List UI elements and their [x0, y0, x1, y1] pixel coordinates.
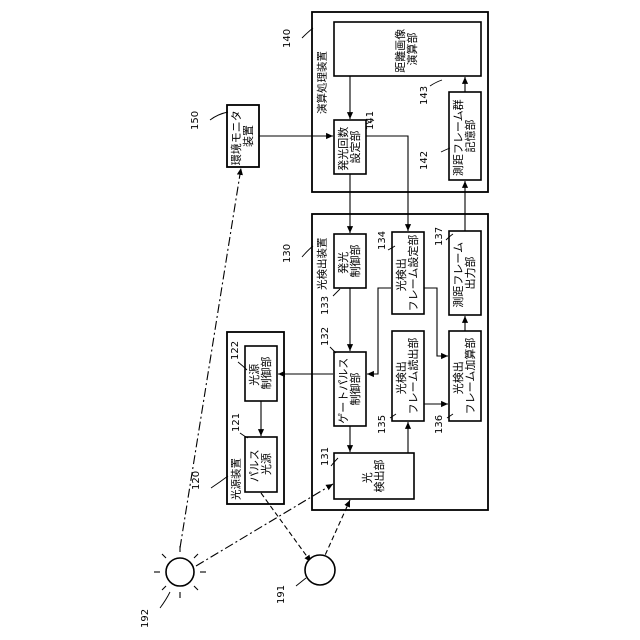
arrow-count-to-frame-setting — [366, 136, 408, 231]
ref-192: 192 — [140, 609, 151, 628]
ref-133: 133 — [320, 296, 331, 315]
ref-135: 135 — [377, 415, 388, 434]
arrow-frame-setting-to-adder — [424, 288, 448, 356]
ref-122: 122 — [230, 341, 241, 360]
ref-121: 121 — [231, 413, 242, 432]
arrow-frame-setting-to-gate — [367, 288, 391, 374]
leader-143 — [430, 80, 442, 86]
ref-137: 137 — [434, 227, 445, 246]
ref-150: 150 — [190, 111, 201, 130]
ref-141: 141 — [365, 111, 376, 130]
ref-120: 120 — [191, 471, 202, 490]
leader-132 — [330, 347, 336, 353]
ref-143: 143 — [419, 86, 430, 105]
leader-192 — [160, 592, 170, 608]
ref-131: 131 — [320, 447, 331, 466]
ref-136: 136 — [434, 415, 445, 434]
env-monitor-label: 環境モニタ 装置 — [229, 107, 255, 166]
ref-191: 191 — [276, 585, 287, 604]
ref-130: 130 — [282, 244, 293, 263]
ref-134: 134 — [377, 231, 388, 250]
ref-132: 132 — [320, 327, 331, 346]
leader-133 — [333, 289, 340, 296]
emission-control-label: 発光 制御部 — [336, 245, 362, 278]
sun-icon — [154, 546, 206, 598]
ref-142: 142 — [419, 151, 430, 170]
leader-150 — [210, 112, 228, 120]
light-detection-device-title: 光検出装置 — [315, 238, 328, 291]
ref-140: 140 — [282, 29, 293, 48]
leader-191 — [296, 578, 306, 586]
leader-120 — [211, 476, 228, 488]
light-source-control-label: 光源 制御部 — [247, 357, 273, 390]
processing-device-title: 演算処理装置 — [315, 51, 328, 114]
leader-121 — [240, 433, 248, 438]
emitted-light-path — [261, 493, 311, 562]
target-object-circle — [305, 555, 335, 585]
light-source-device-title: 光源装置 — [229, 458, 242, 500]
